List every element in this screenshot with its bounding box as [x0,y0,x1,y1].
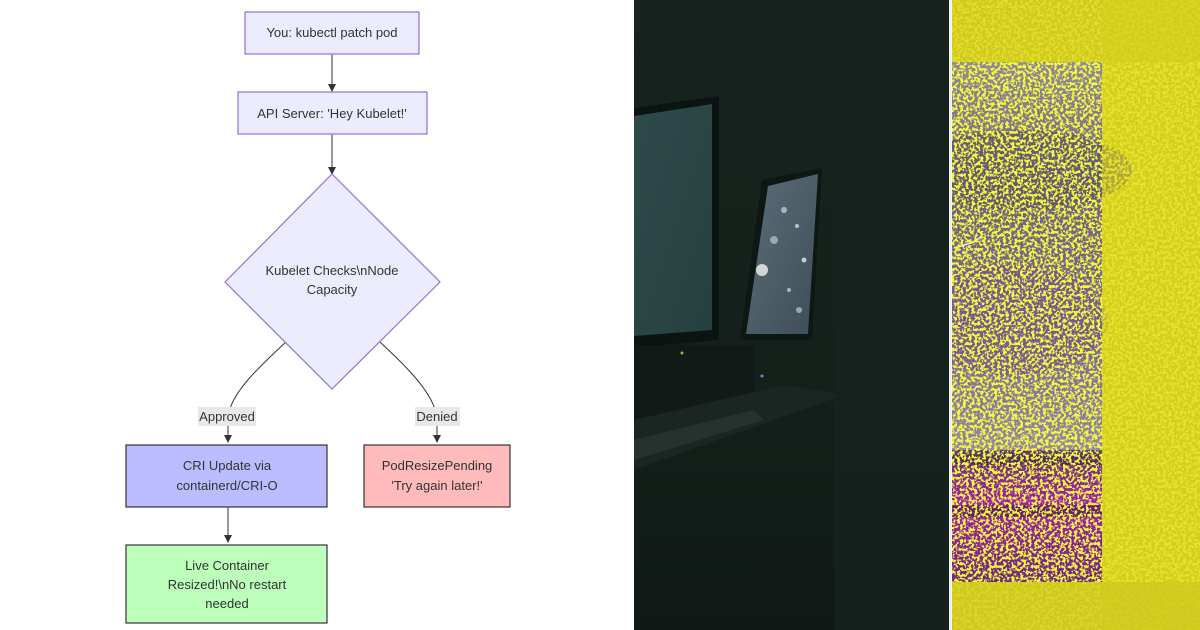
node-resize-pending-line-2: 'Try again later!' [391,478,482,493]
node-resize-pending: PodResizePending 'Try again later!' [363,444,511,508]
node-live-container: Live Container Resized!\nNo restart need… [125,544,328,624]
storm-landscape-photo [952,0,1200,630]
flowchart-diagram: Approved Denied You: kubectl patch pod A… [125,11,511,624]
edge-label-denied: Denied [415,407,460,426]
node-cri-update-line-1: CRI Update via [183,458,272,473]
edge-label-denied-text: Denied [416,409,457,424]
edge-check-to-cri [224,341,287,443]
edge-label-approved: Approved [198,407,256,426]
edge-check-to-pending [379,341,441,443]
dark-room-photo [634,0,949,630]
left-monitor-screen [634,104,712,336]
node-kubelet-check: Kubelet Checks\nNode Capacity [224,173,441,390]
node-resize-pending-line-1: PodResizePending [382,458,493,473]
node-cri-update-line-2: containerd/CRI-O [176,478,277,493]
node-api-server-line-1: API Server: 'Hey Kubelet!' [257,106,406,121]
node-kubectl-line-1: You: kubectl patch pod [266,25,397,40]
node-kubectl: You: kubectl patch pod [244,11,420,55]
photo-divider [949,0,952,630]
node-cri-update: CRI Update via containerd/CRI-O [125,444,328,508]
node-live-container-line-3: needed [205,596,248,611]
node-live-container-line-1: Live Container [185,558,269,573]
edge-label-approved-text: Approved [199,409,255,424]
node-api-server: API Server: 'Hey Kubelet!' [237,91,428,135]
flowchart-panel: Approved Denied You: kubectl patch pod A… [125,11,511,624]
node-kubelet-check-line-1: Kubelet Checks\nNode [266,263,399,278]
right-monitor-screen [746,174,818,334]
node-live-container-line-2: Resized!\nNo restart [168,577,287,592]
dark-room-photo-art [634,0,949,630]
node-kubelet-check-line-2: Capacity [307,282,358,297]
storm-landscape-photo-art [952,0,1200,630]
